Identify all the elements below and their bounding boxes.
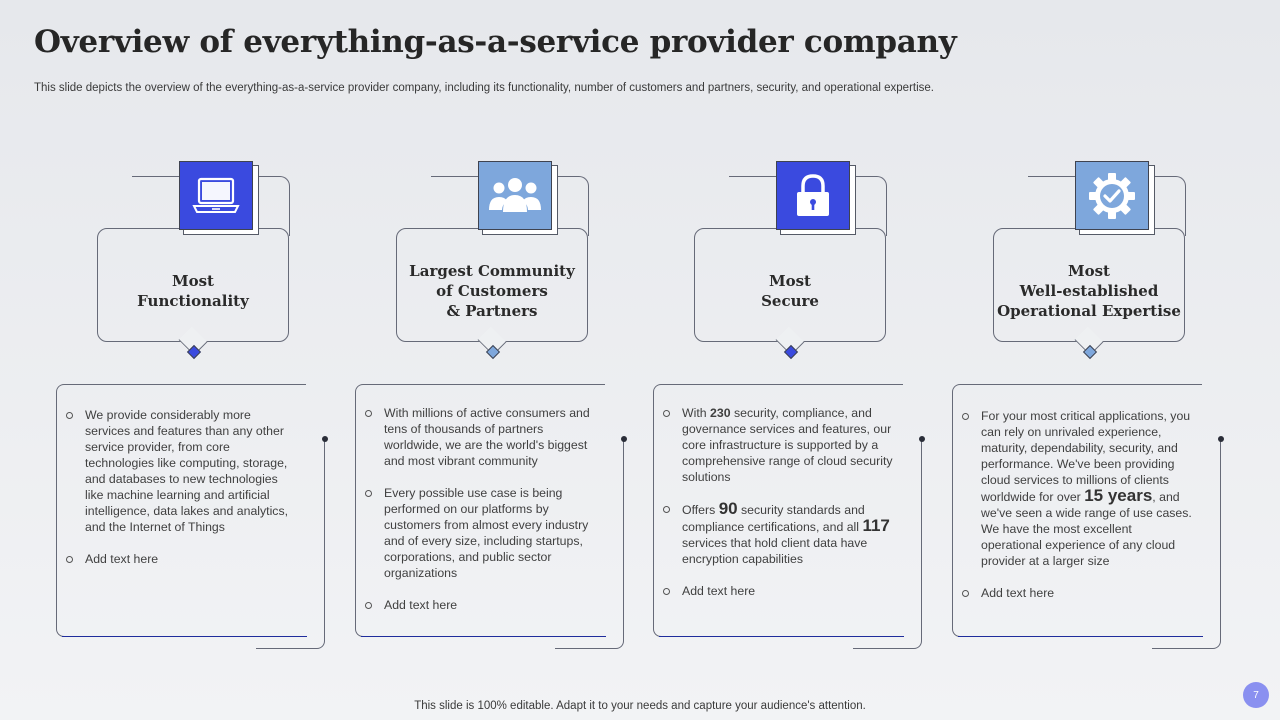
- list-item: Add text here: [663, 583, 895, 599]
- list-item: Add text here: [962, 585, 1194, 601]
- panel-dot: [322, 436, 328, 442]
- panel-frame: [853, 440, 922, 649]
- list-item: Add text here: [66, 551, 298, 567]
- panel-accent-line: [958, 636, 1203, 637]
- page-title: Overview of everything-as-a-service prov…: [34, 24, 957, 60]
- list-item: With 230 security, compliance, and gover…: [663, 405, 895, 485]
- list-item: Add text here: [365, 597, 597, 613]
- list-item: For your most critical applications, you…: [962, 408, 1194, 569]
- panel-frame: [555, 440, 624, 649]
- list-item: Offers 90 security standards and complia…: [663, 500, 895, 567]
- bullet-list: With millions of active consumers and te…: [365, 405, 597, 629]
- panel-frame: [256, 440, 325, 649]
- panel-dot: [621, 436, 627, 442]
- page-number-badge: 7: [1243, 682, 1269, 708]
- panel-frame: [1152, 440, 1221, 649]
- bullet-list: We provide considerably more services an…: [66, 407, 298, 583]
- page-subtitle: This slide depicts the overview of the e…: [34, 82, 934, 94]
- gear-check-icon: [1075, 161, 1149, 230]
- list-item: With millions of active consumers and te…: [365, 405, 597, 469]
- list-item: Every possible use case is being perform…: [365, 485, 597, 581]
- panel-dot: [1218, 436, 1224, 442]
- users-icon: [478, 161, 552, 230]
- panel-dot: [919, 436, 925, 442]
- footer-note: This slide is 100% editable. Adapt it to…: [414, 700, 866, 712]
- panel-accent-line: [361, 636, 606, 637]
- lock-icon: [776, 161, 850, 230]
- list-item: We provide considerably more services an…: [66, 407, 298, 535]
- bullet-list: With 230 security, compliance, and gover…: [663, 405, 895, 615]
- bullet-list: For your most critical applications, you…: [962, 408, 1194, 617]
- laptop-icon: [179, 161, 253, 230]
- panel-accent-line: [62, 636, 307, 637]
- panel-accent-line: [659, 636, 904, 637]
